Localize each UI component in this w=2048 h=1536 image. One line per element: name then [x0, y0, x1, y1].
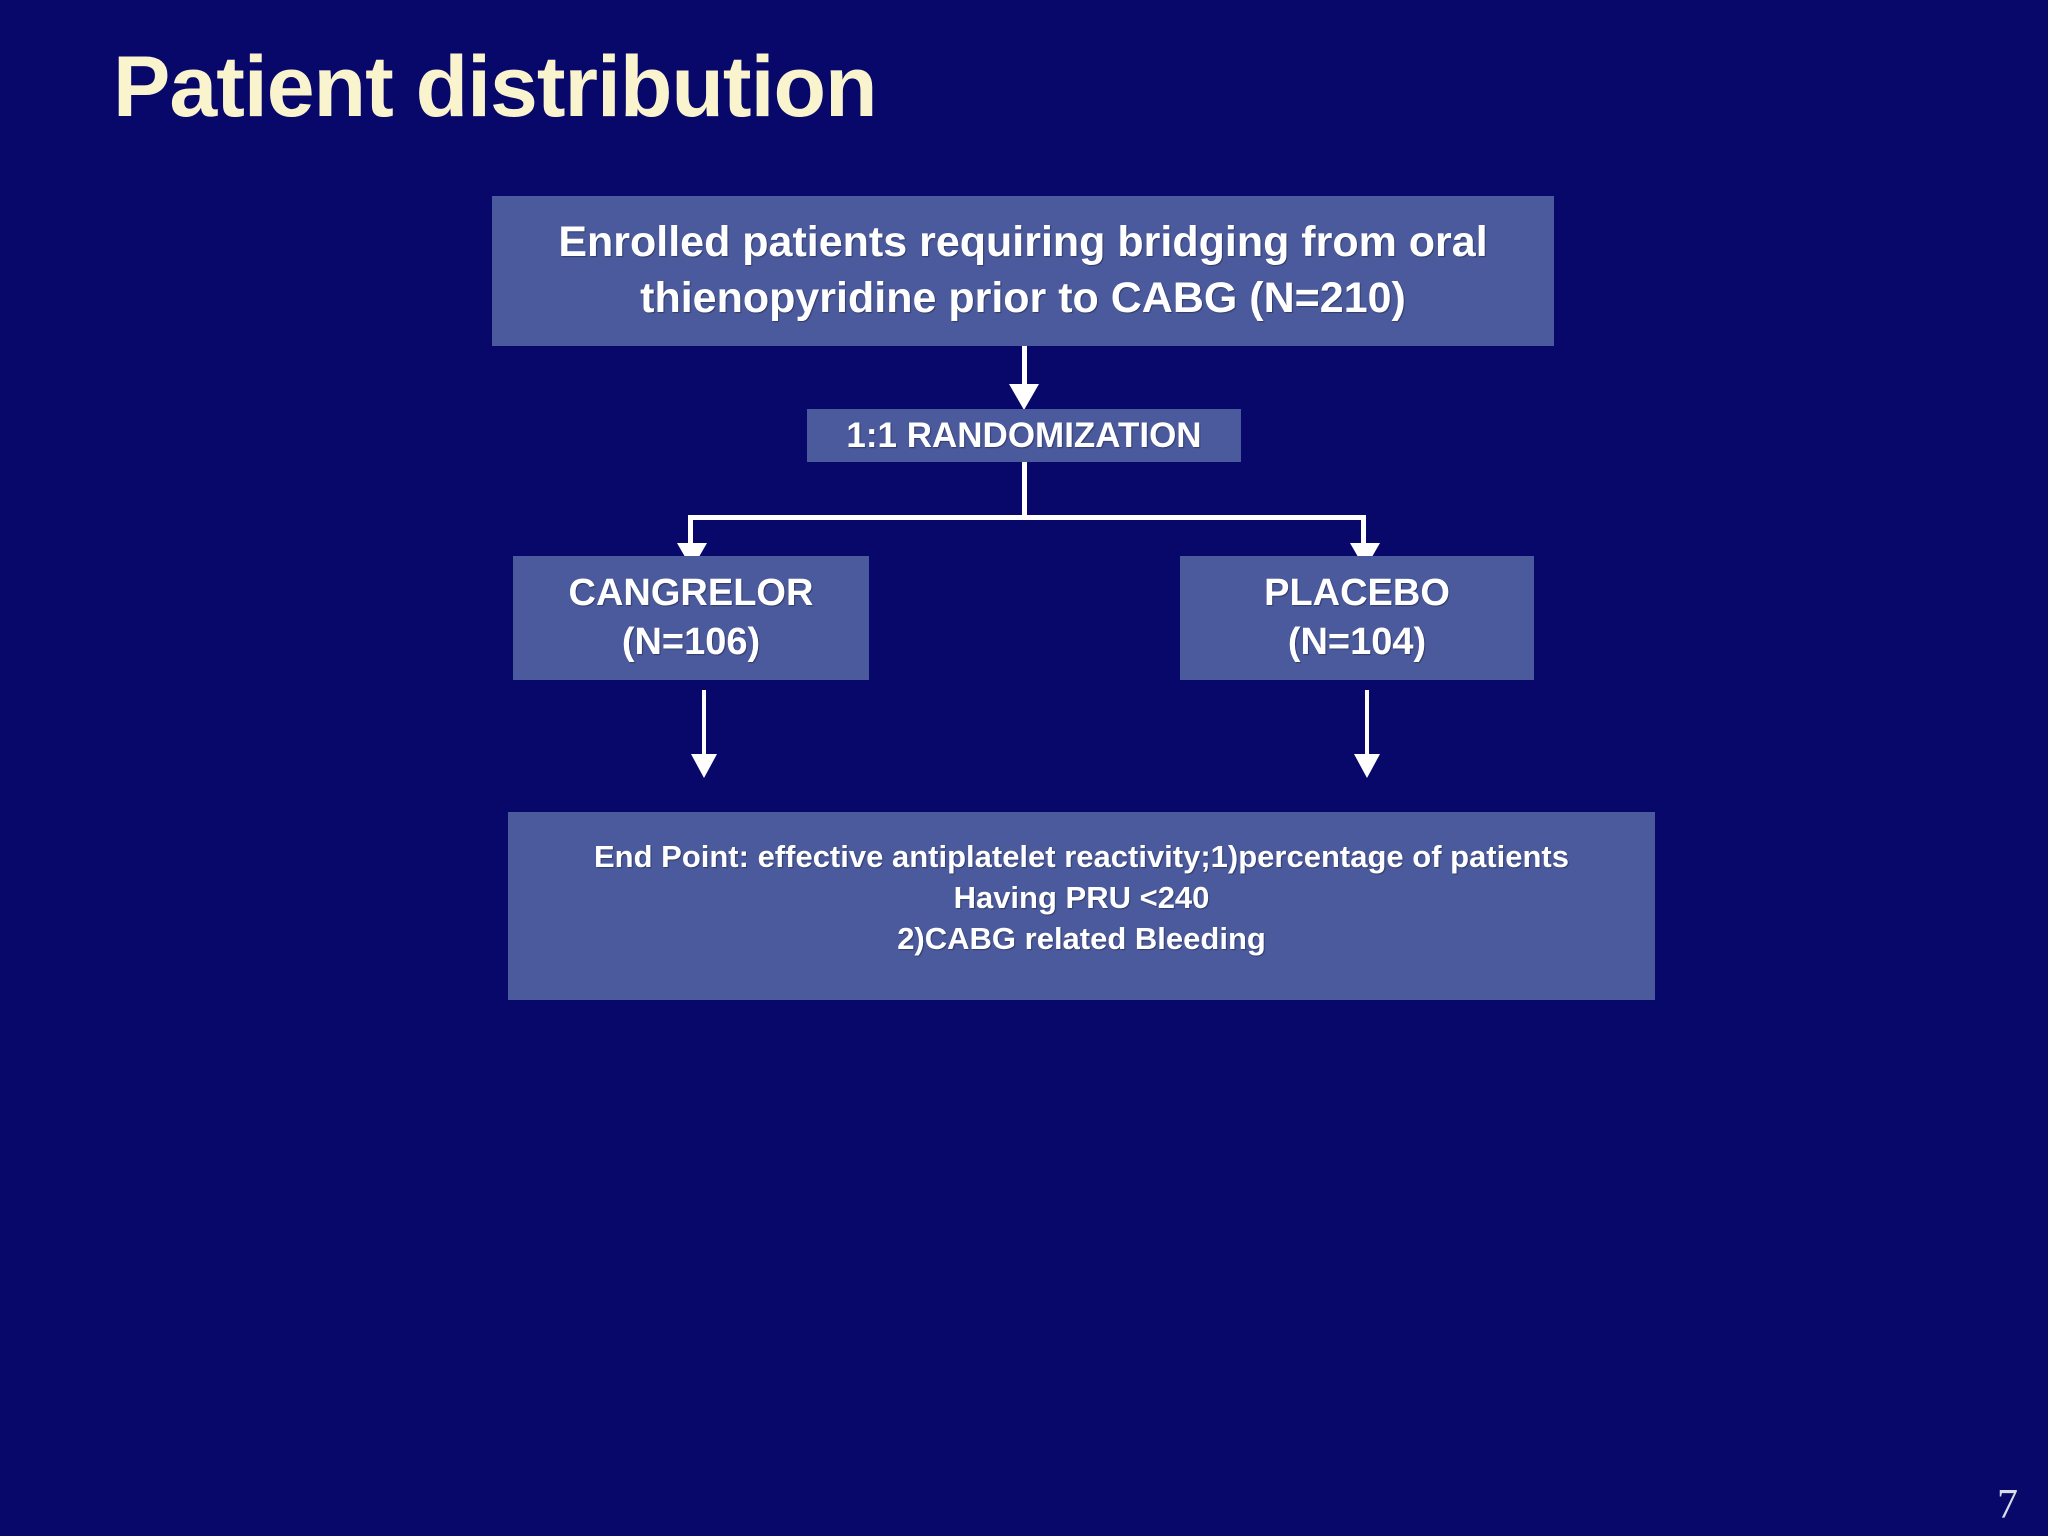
- connector-placebo-to-endpoint-line: [1365, 690, 1369, 758]
- placebo-name: PLACEBO: [1264, 572, 1450, 615]
- flowchart-node-cangrelor: CANGRELOR (N=106): [513, 556, 869, 680]
- page-number: 7: [1997, 1482, 2018, 1528]
- endpoint-line-2: Having PRU <240: [953, 880, 1210, 916]
- placebo-count: (N=104): [1287, 621, 1427, 663]
- endpoint-line-3: 2)CABG related Bleeding: [897, 921, 1266, 957]
- enrolled-line-2: thienopyridine prior to CABG (N=210): [640, 274, 1406, 322]
- flowchart-node-endpoint: End Point: effective antiplatelet reacti…: [508, 812, 1655, 1000]
- randomization-label: 1:1 RANDOMIZATION: [846, 416, 1202, 455]
- cangrelor-name: CANGRELOR: [568, 572, 814, 615]
- connector-randomization-to-placebo-line: [1361, 515, 1366, 547]
- flowchart-node-placebo: PLACEBO (N=104): [1180, 556, 1534, 680]
- endpoint-line-1: End Point: effective antiplatelet reacti…: [593, 839, 1569, 874]
- connector-randomization-to-cangrelor-line: [688, 515, 693, 547]
- connector-cangrelor-to-endpoint-line: [702, 690, 706, 758]
- connector-enrolled-to-randomization-arrow-icon: [1009, 384, 1039, 410]
- flowchart-node-enrolled: Enrolled patients requiring bridging fro…: [492, 196, 1554, 346]
- connector-randomization-stem-line: [1022, 462, 1027, 519]
- flowchart-node-randomization: 1:1 RANDOMIZATION: [807, 409, 1241, 462]
- connector-placebo-to-endpoint-arrow-icon: [1354, 754, 1380, 778]
- connector-randomization-split-bar: [688, 515, 1366, 520]
- cangrelor-count: (N=106): [621, 621, 761, 663]
- connector-cangrelor-to-endpoint-arrow-icon: [691, 754, 717, 778]
- connector-enrolled-to-randomization-line: [1022, 346, 1027, 388]
- enrolled-line-1: Enrolled patients requiring bridging fro…: [558, 218, 1488, 267]
- page-title: Patient distribution: [113, 39, 878, 135]
